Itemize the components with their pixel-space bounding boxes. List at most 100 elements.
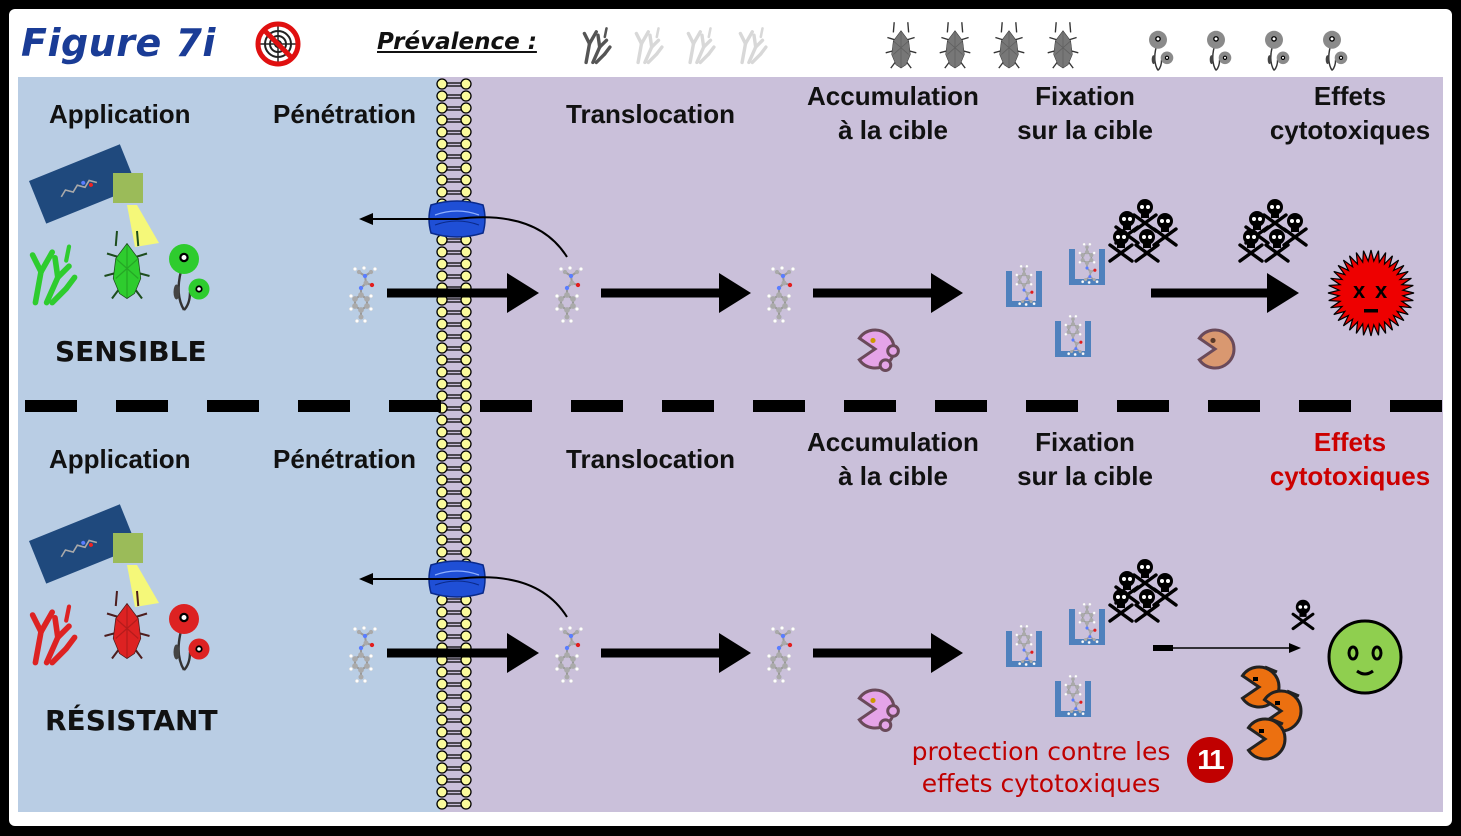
step-effects-label-highlighted: Effets cytotoxiques: [1259, 425, 1441, 493]
step-effects-line2: cytotoxiques: [1269, 115, 1431, 145]
detox-enzyme-icon: [1246, 717, 1287, 761]
figure-frame: Figure 7i Prévalence : Application Pénét…: [9, 9, 1452, 826]
phospholipid-pair: [436, 138, 472, 150]
phospholipid-pair: [436, 750, 472, 762]
aphid-icon: [104, 230, 150, 300]
sprayer-molecule-icon: [60, 539, 98, 558]
phospholipid-pair: [436, 378, 472, 390]
phospholipid-pair: [436, 606, 472, 618]
divider-dash: [389, 400, 441, 412]
phospholipid-pair: [436, 738, 472, 750]
svg-text:x: x: [1353, 278, 1366, 303]
translocation-arrow: [601, 273, 751, 313]
phospholipid-pair: [436, 366, 472, 378]
phospholipid-pair: [436, 510, 472, 522]
poppy-icon: [1149, 30, 1174, 71]
skull-crossbones-icon: [1262, 199, 1288, 233]
protection-line2: effets cytotoxiques: [921, 769, 1161, 798]
phospholipid-pair: [436, 702, 472, 714]
phospholipid-pair: [436, 486, 472, 498]
target-site-icon: [1069, 602, 1105, 645]
divider-dash: [571, 400, 623, 412]
toxicity-skulls: [1238, 199, 1308, 263]
header: Figure 7i Prévalence :: [9, 9, 1452, 85]
phospholipid-pair: [436, 762, 472, 774]
phospholipid-pair: [436, 174, 472, 186]
phospholipid-pair: [436, 474, 472, 486]
aphid-icon: [104, 590, 150, 660]
phospholipid-pair: [436, 450, 472, 462]
target-site-icon: [1069, 242, 1105, 285]
bound-molecule-icon: [1064, 674, 1085, 716]
phospholipid-pair: [436, 270, 472, 282]
poppy-icon: [1265, 30, 1290, 71]
metabolizing-enzyme-icon: [857, 688, 900, 732]
aphid-icon: [939, 22, 971, 69]
poppy-icon: [169, 244, 210, 311]
figure-title: Figure 7i: [21, 21, 216, 65]
herbicide-molecule-icon: [554, 266, 583, 324]
bound-molecule-icon: [1078, 242, 1099, 284]
step-effects-line1: Effets: [1313, 427, 1387, 457]
phospholipid-pair: [436, 630, 472, 642]
step-fixation-line2: sur la cible: [1017, 461, 1153, 491]
step-application-label: Application: [49, 444, 191, 474]
divider-dash: [935, 400, 987, 412]
poppy-icon: [1323, 30, 1348, 71]
phospholipid-pair: [436, 330, 472, 342]
mechanism-number-badge: 11: [1187, 737, 1233, 783]
phospholipid-pair: [436, 114, 472, 126]
step-effects-line2: cytotoxiques: [1269, 461, 1431, 491]
step-accumulation-line2: à la cible: [838, 461, 948, 491]
phospholipid-pair: [436, 102, 472, 114]
skull-crossbones-icon: [1152, 573, 1178, 607]
step-accumulation-line1: Accumulation: [807, 427, 979, 457]
skull-crossbones-icon: [1264, 229, 1290, 263]
phospholipid-pair: [436, 126, 472, 138]
step-accumulation-line1: Accumulation: [807, 81, 979, 111]
step-fixation-label: Fixation sur la cible: [1005, 425, 1165, 493]
phospholipid-pair: [436, 186, 472, 198]
divider-dash: [1208, 400, 1260, 412]
skull-crossbones-icon: [1238, 229, 1264, 263]
phospholipid-pair: [436, 258, 472, 270]
step-application-label: Application: [49, 99, 191, 129]
toxicity-skulls: [1108, 559, 1178, 623]
target-site-icon: [1055, 314, 1091, 357]
step-penetration-label: Pénétration: [273, 444, 417, 474]
accumulation-arrow: [813, 633, 963, 673]
sprayer-molecule-icon: [60, 179, 98, 198]
reduced-effect-arrow: [1153, 643, 1301, 653]
herbicide-molecule-icon: [766, 266, 795, 324]
divider-dash: [844, 400, 896, 412]
phospholipid-pair: [436, 354, 472, 366]
poppy-icon: [1207, 30, 1232, 71]
divider-dash: [298, 400, 350, 412]
divider-dash: [207, 400, 259, 412]
step-effects-label: Effets cytotoxiques: [1259, 79, 1441, 147]
skull-crossbones-icon: [1132, 559, 1158, 593]
divider-dash: [1299, 400, 1351, 412]
divider-dash: [25, 400, 77, 412]
divider-dash: [1026, 400, 1078, 412]
step-effects-line1: Effets: [1313, 81, 1387, 111]
skull-crossbones-icon: [1108, 589, 1134, 623]
row-label-resistant: RÉSISTANT: [45, 704, 218, 737]
divider-dash: [480, 400, 532, 412]
divider-dash: [1390, 400, 1442, 412]
phospholipid-pair: [436, 618, 472, 630]
skull-crossbones-icon: [1152, 213, 1178, 247]
healthy-cell-icon: [1327, 619, 1403, 695]
divider-dash: [116, 400, 168, 412]
toxicity-skulls: [1108, 199, 1178, 263]
divider-dash: [1117, 400, 1169, 412]
divider-dash: [662, 400, 714, 412]
metabolizing-enzyme-icon: [857, 328, 900, 372]
herbicide-molecule-icon: [554, 626, 583, 684]
step-fixation-label: Fixation sur la cible: [1005, 79, 1165, 147]
phospholipid-pair: [436, 78, 472, 90]
target-site-icon: [1006, 624, 1042, 667]
phospholipid-pair: [436, 786, 472, 798]
step-fixation-line1: Fixation: [1035, 427, 1135, 457]
